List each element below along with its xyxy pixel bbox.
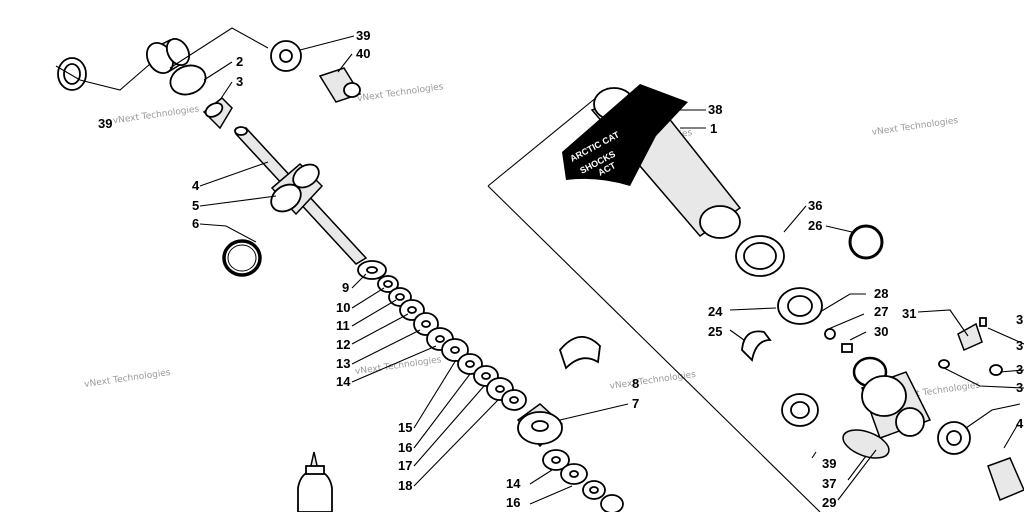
watermark: vNext Technologies [355,355,443,377]
callout-18: 18 [398,478,412,493]
callout-3: 3 [1016,338,1023,353]
washer-15 [441,338,469,362]
callout-2: 2 [236,54,243,69]
callout-25: 25 [708,324,722,339]
callout-38: 38 [708,102,722,117]
bushing-39-top [270,40,302,72]
callout-6: 6 [192,216,199,231]
callout-5: 5 [192,198,199,213]
callout-11: 11 [336,318,350,333]
callout-3: 3 [236,74,243,89]
bearing-24 [777,287,823,325]
callout-4: 4 [1016,416,1024,431]
piston-ring-8 [558,336,601,370]
callout-31: 31 [902,306,916,321]
frame-outline [487,87,821,512]
washer-18b [501,389,527,411]
callout-24: 24 [708,304,723,319]
callout-16: 16 [398,440,412,455]
callout-39: 39 [98,116,112,131]
bushing-39-left [57,57,87,91]
callout-8: 8 [632,376,639,391]
callout-3: 3 [1016,362,1023,377]
decal-shape [562,84,688,186]
callout-12: 12 [336,337,350,352]
callout-14: 14 [506,476,521,491]
clip-25 [741,330,772,362]
shim-stack [357,260,527,411]
watermark: vNext Technologies [871,116,959,138]
bumper-3 [202,97,233,130]
watermark: vNext Technologies [609,370,697,392]
callout-28: 28 [874,286,888,301]
callout-17: 17 [398,458,412,473]
piston-7 [516,403,564,448]
callout-29: 29 [822,495,836,510]
watermark: vNext Technologies [84,368,172,390]
oil-bottle [297,451,333,512]
callout-39: 39 [356,28,370,43]
callout-3: 3 [1016,380,1023,395]
o-ring-6 [222,239,262,277]
callout-labels: 39 40 2 3 39 4 5 6 9 10 11 12 13 14 15 1… [98,28,1024,510]
part-27 [841,343,853,353]
callout-4: 4 [192,178,200,193]
callout-1: 1 [710,121,717,136]
valve-31 [938,317,1003,376]
lower-washers [542,449,624,512]
callout-40: 40 [356,46,370,61]
bushing-39-lower [781,393,819,427]
callout-27: 27 [874,304,888,319]
callout-30: 30 [874,324,888,339]
callout-36: 36 [808,198,822,213]
part-28 [824,328,836,340]
sleeve-right [987,457,1024,501]
callout-3: 3 [1016,312,1023,327]
watermark: vNext Technologies [112,104,200,126]
callout-16: 16 [506,495,520,510]
shaft-eye [145,37,191,74]
spring-collar-36 [735,235,785,277]
pad-37 [842,429,890,459]
callout-14: 14 [336,374,351,389]
watermark: vNext Technologies [357,82,445,104]
sleeve-40 [318,67,362,103]
leader-lines [55,27,1024,505]
callout-7: 7 [632,396,639,411]
o-ring-26 [848,224,884,260]
callout-13: 13 [336,356,350,371]
callout-39: 39 [822,456,836,471]
callout-10: 10 [336,300,350,315]
seal-head-5 [270,162,324,216]
washer-9 [357,260,387,280]
bushing-right [937,421,971,455]
seal-2 [169,64,207,96]
callout-15: 15 [398,420,412,435]
callout-26: 26 [808,218,822,233]
body-cap-29 [861,371,932,439]
o-ring-6-inner [227,244,257,272]
callout-37: 37 [822,476,836,491]
callout-9: 9 [342,280,349,295]
